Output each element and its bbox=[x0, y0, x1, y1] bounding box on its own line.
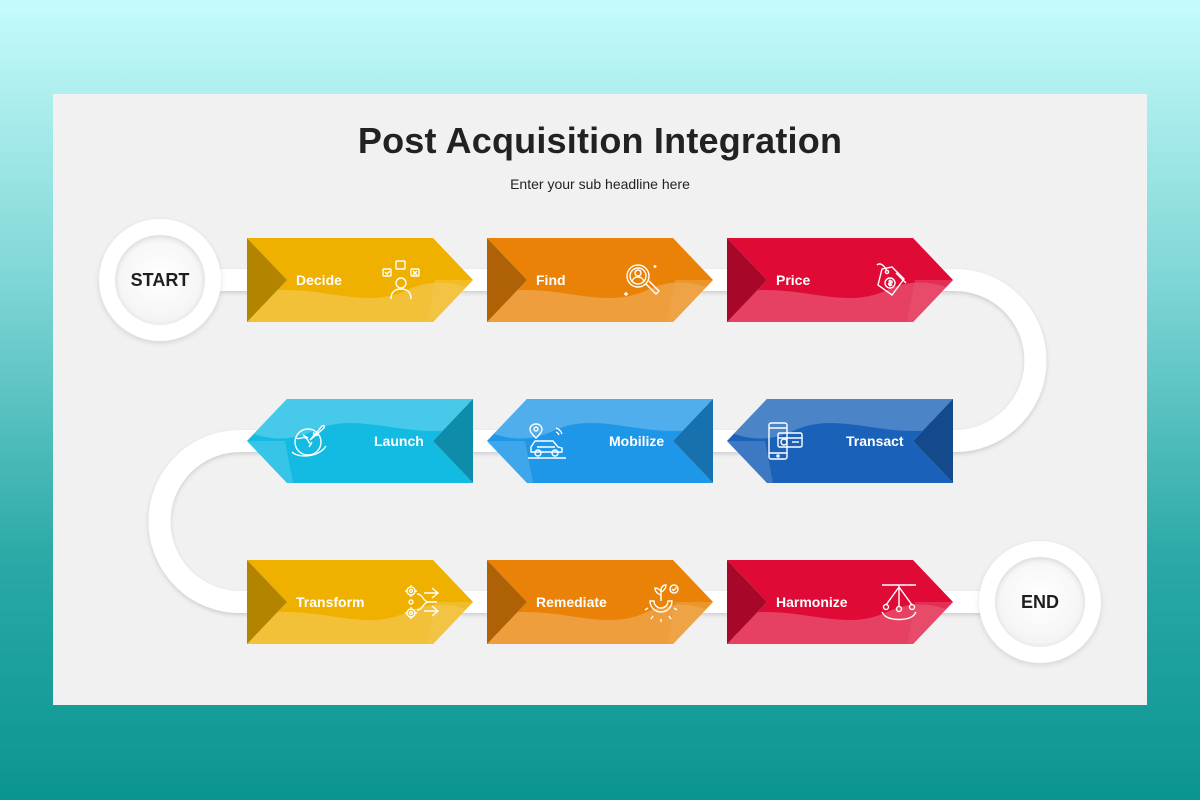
transform-gears-icon bbox=[405, 585, 440, 619]
step-label-transact: Transact bbox=[846, 433, 904, 449]
arrow-tip-highlight bbox=[427, 602, 473, 644]
step-label-find: Find bbox=[536, 272, 566, 288]
arrow-tip-highlight bbox=[487, 441, 533, 483]
step-arrow-decide bbox=[247, 238, 473, 322]
gear-growth-icon bbox=[644, 584, 679, 622]
arrow-tip-highlight bbox=[727, 441, 773, 483]
arrow-tip-highlight bbox=[427, 280, 473, 322]
arrow-notch-shade bbox=[727, 560, 767, 644]
car-location-icon bbox=[528, 423, 566, 459]
step-label-decide: Decide bbox=[296, 272, 342, 288]
arrow-tip-highlight bbox=[667, 602, 713, 644]
step-arrow-remediate bbox=[487, 560, 713, 644]
arrow-notch-shade bbox=[487, 238, 527, 322]
end-circle: END bbox=[979, 541, 1101, 663]
arrow-notch-shade bbox=[913, 399, 953, 483]
arrow-tip-highlight bbox=[907, 280, 953, 322]
end-label: END bbox=[995, 557, 1085, 647]
page-subtitle: Enter your sub headline here bbox=[510, 176, 690, 192]
arrow-notch-shade bbox=[433, 399, 473, 483]
arrow-notch-shade bbox=[727, 238, 767, 322]
step-arrow-mobilize bbox=[487, 399, 713, 483]
pendulum-balance-icon bbox=[881, 584, 917, 621]
arrow-tip-highlight bbox=[667, 280, 713, 322]
arrow-notch-shade bbox=[673, 399, 713, 483]
decision-person-icon bbox=[382, 260, 420, 300]
step-label-remediate: Remediate bbox=[536, 594, 607, 610]
step-label-mobilize: Mobilize bbox=[609, 433, 665, 449]
step-label-price: Price bbox=[776, 272, 811, 288]
arrow-tip-highlight bbox=[247, 441, 293, 483]
page-title: Post Acquisition Integration bbox=[357, 120, 843, 161]
arrow-notch-shade bbox=[247, 238, 287, 322]
step-arrow-transact bbox=[727, 399, 953, 483]
search-person-icon bbox=[624, 264, 660, 296]
arrow-wave bbox=[727, 604, 953, 644]
arrow-notch-shade bbox=[247, 560, 287, 644]
mobile-payment-icon bbox=[768, 422, 803, 460]
step-label-launch: Launch bbox=[374, 433, 424, 449]
arrow-wave bbox=[727, 282, 953, 322]
step-arrow-launch bbox=[247, 399, 473, 483]
step-label-transform: Transform bbox=[296, 594, 365, 610]
start-circle: START bbox=[99, 219, 221, 341]
arrow-wave bbox=[247, 399, 473, 439]
start-label: START bbox=[115, 235, 205, 325]
arrow-tip-highlight bbox=[907, 602, 953, 644]
price-tags-icon bbox=[876, 263, 907, 296]
step-arrow-transform bbox=[247, 560, 473, 644]
arrow-wave bbox=[487, 604, 713, 644]
step-arrow-find bbox=[487, 238, 713, 322]
step-label-harmonize: Harmonize bbox=[776, 594, 848, 610]
rocket-globe-icon bbox=[291, 424, 327, 457]
arrow-notch-shade bbox=[487, 560, 527, 644]
step-arrow-price bbox=[727, 238, 953, 322]
arrow-wave bbox=[247, 282, 473, 322]
step-arrow-harmonize bbox=[727, 560, 953, 644]
arrow-wave bbox=[247, 604, 473, 644]
arrow-wave bbox=[487, 282, 713, 322]
